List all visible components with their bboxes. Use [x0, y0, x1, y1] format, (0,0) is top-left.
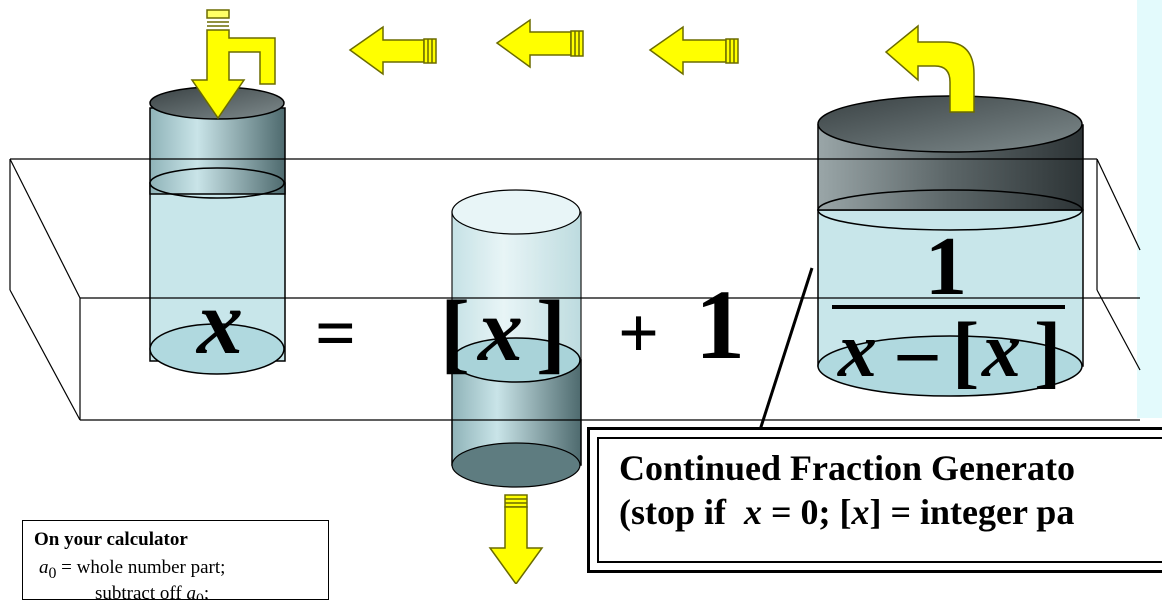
inlet-arrow	[190, 9, 276, 120]
eq-floor-left: [	[440, 283, 470, 382]
calculator-step-1: a0 = whole number part;	[39, 557, 225, 583]
eq-equals: =	[315, 293, 356, 373]
generator-rule-var2: x	[851, 492, 870, 532]
continued-fraction-diagram: x = [ x ] + 1 1 x – [ x ]	[9, 0, 1162, 584]
flow-arrow-left	[348, 25, 437, 76]
calc-symbol-a2: a	[186, 583, 196, 600]
generator-box-inner: Continued Fraction Generato (stop if x =…	[597, 437, 1162, 563]
eq-den-minus: –	[897, 306, 938, 393]
generator-title: Continued Fraction Generato	[619, 448, 1075, 488]
calc-step-2-end: ;	[203, 583, 210, 600]
eq-floor-right: ]	[536, 283, 566, 382]
left-cylinder	[149, 86, 286, 375]
middle-cylinder	[451, 189, 582, 488]
flow-arrow-right	[648, 25, 739, 76]
eq-slash	[758, 267, 814, 431]
calc-step-2-text: subtract off	[95, 583, 187, 600]
right-cylinder	[817, 95, 1084, 397]
calculator-box: On your calculator a0 = whole number par…	[22, 520, 329, 600]
eq-den-floor-var: x	[981, 306, 1021, 393]
outlet-curved-arrow	[884, 24, 975, 113]
eq-floor-var: x	[476, 281, 523, 380]
calculator-step-2: subtract off a0;	[95, 583, 210, 600]
equation: x = [ x ] + 1 1 x – [ x ]	[195, 220, 1065, 431]
generator-rule-suffix: ] = integer pa	[869, 492, 1075, 532]
generator-rule-mid: = 0; [	[762, 492, 852, 532]
eq-numerator: 1	[925, 220, 967, 313]
flow-arrow-middle	[495, 18, 584, 69]
calc-symbol-a: a	[39, 557, 49, 578]
generator-rule-var1: x	[744, 492, 762, 532]
eq-one: 1	[695, 269, 745, 380]
output-down-arrow	[488, 494, 544, 584]
eq-lhs: x	[195, 271, 243, 373]
generator-stop-rule: (stop if x = 0; [x] = integer pa	[619, 491, 1074, 533]
calc-subscript-2: 0	[195, 590, 204, 600]
calc-subscript: 0	[48, 564, 57, 582]
generator-rule-prefix: (stop if	[619, 492, 744, 532]
eq-den-floor-right: ]	[1034, 305, 1061, 396]
eq-plus: +	[618, 293, 659, 373]
side-strip	[1137, 0, 1162, 418]
calc-step-1-text: = whole number part;	[56, 557, 226, 578]
calculator-title: On your calculator	[34, 529, 188, 550]
eq-den-var: x	[837, 306, 877, 393]
tray-outline	[9, 158, 1141, 421]
eq-den-floor-left: [	[952, 305, 979, 396]
generator-box: Continued Fraction Generato (stop if x =…	[587, 427, 1162, 573]
